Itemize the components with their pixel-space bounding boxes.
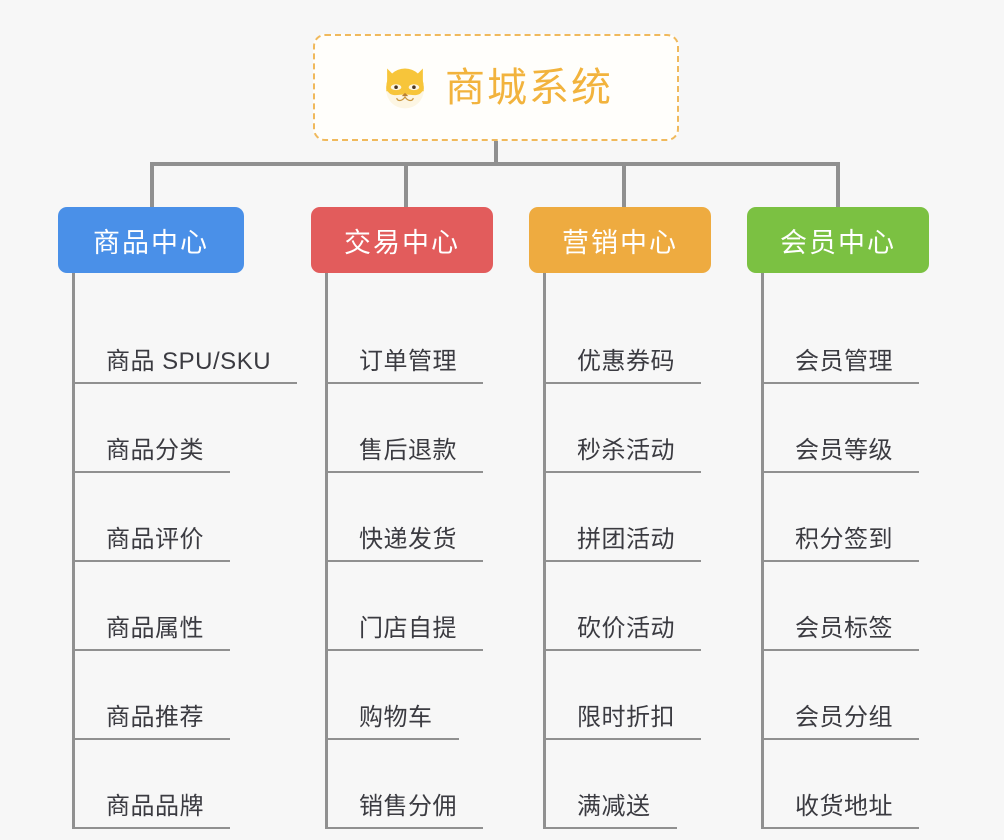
leaf-label: 积分签到 (795, 525, 893, 553)
leaf-label: 商品推荐 (106, 703, 204, 731)
list-item[interactable]: 售后退款 (311, 384, 497, 473)
category-label-3: 营销中心 (562, 227, 678, 258)
list-item[interactable]: 会员标签 (747, 562, 933, 651)
list-item[interactable]: 拼团活动 (529, 473, 715, 562)
leaf-label: 售后退款 (359, 436, 457, 464)
category-label-2: 交易中心 (344, 227, 460, 258)
connector-drop-3 (622, 162, 626, 209)
list-item[interactable]: 销售分佣 (311, 740, 497, 829)
list-item[interactable]: 收货地址 (747, 740, 933, 829)
leaf-label: 商品 SPU/SKU (106, 347, 272, 375)
list-item[interactable]: 会员分组 (747, 651, 933, 740)
list-item[interactable]: 会员等级 (747, 384, 933, 473)
list-item[interactable]: 购物车 (311, 651, 497, 740)
list-item[interactable]: 积分签到 (747, 473, 933, 562)
category-header-1[interactable]: 商品中心 (58, 207, 244, 273)
column-stem-2 (325, 273, 328, 829)
leaf-label: 门店自提 (359, 614, 457, 642)
leaf-label: 商品品牌 (106, 792, 204, 820)
list-item[interactable]: 快递发货 (311, 473, 497, 562)
leaf-label: 购物车 (359, 703, 433, 731)
branch-column-4: 会员中心 会员管理 会员等级 积分签到 会员标签 会员分组 收货地址 (747, 207, 933, 829)
category-label-1: 商品中心 (93, 227, 209, 258)
leaf-label: 拼团活动 (577, 525, 675, 553)
leaf-label: 商品评价 (106, 525, 204, 553)
list-item[interactable]: 满减送 (529, 740, 715, 829)
list-item[interactable]: 订单管理 (311, 295, 497, 384)
list-item[interactable]: 限时折扣 (529, 651, 715, 740)
leaf-label: 满减送 (577, 792, 651, 820)
leaf-list-1: 商品 SPU/SKU 商品分类 商品评价 商品属性 商品推荐 商品品牌 (58, 273, 298, 829)
shiba-dog-icon (386, 68, 424, 108)
list-item[interactable]: 门店自提 (311, 562, 497, 651)
list-item[interactable]: 商品评价 (58, 473, 248, 562)
branch-column-3: 营销中心 优惠券码 秒杀活动 拼团活动 砍价活动 限时折扣 满减送 (529, 207, 715, 829)
leaf-label: 订单管理 (359, 347, 457, 375)
leaf-label: 销售分佣 (359, 792, 457, 820)
leaf-list-4: 会员管理 会员等级 积分签到 会员标签 会员分组 收货地址 (747, 273, 933, 829)
leaf-label: 会员等级 (795, 436, 893, 464)
root-node-title: 商城系统 (445, 65, 613, 110)
leaf-label: 收货地址 (795, 792, 893, 820)
list-item[interactable]: 会员管理 (747, 295, 933, 384)
connector-root-stem (494, 141, 498, 165)
leaf-label: 会员管理 (795, 347, 893, 375)
leaf-label: 商品属性 (106, 614, 204, 642)
list-item[interactable]: 商品分类 (58, 384, 248, 473)
leaf-label: 砍价活动 (577, 614, 675, 642)
leaf-label: 限时折扣 (577, 703, 675, 731)
category-header-2[interactable]: 交易中心 (311, 207, 493, 273)
list-item[interactable]: 砍价活动 (529, 562, 715, 651)
branch-column-2: 交易中心 订单管理 售后退款 快递发货 门店自提 购物车 销售分佣 (311, 207, 497, 829)
connector-drop-2 (404, 162, 408, 209)
list-item[interactable]: 优惠券码 (529, 295, 715, 384)
category-label-4: 会员中心 (780, 227, 896, 258)
column-stem-3 (543, 273, 546, 829)
branch-column-1: 商品中心 商品 SPU/SKU 商品分类 商品评价 商品属性 商品推荐 商品品牌 (58, 207, 298, 829)
connector-drop-4 (836, 162, 840, 209)
leaf-label: 快递发货 (359, 525, 457, 553)
list-item[interactable]: 商品属性 (58, 562, 248, 651)
list-item[interactable]: 商品推荐 (58, 651, 248, 740)
category-header-4[interactable]: 会员中心 (747, 207, 929, 273)
column-stem-1 (72, 273, 75, 829)
root-node-shop-system[interactable]: 商城系统 (313, 34, 679, 141)
list-item[interactable]: 秒杀活动 (529, 384, 715, 473)
leaf-label: 会员分组 (795, 703, 893, 731)
column-stem-4 (761, 273, 764, 829)
leaf-label: 会员标签 (795, 614, 893, 642)
connector-drop-1 (150, 162, 154, 209)
connector-horizontal-bar (150, 162, 840, 166)
category-header-3[interactable]: 营销中心 (529, 207, 711, 273)
leaf-label: 商品分类 (106, 436, 204, 464)
leaf-label: 秒杀活动 (577, 436, 675, 464)
list-item[interactable]: 商品品牌 (58, 740, 248, 829)
leaf-list-2: 订单管理 售后退款 快递发货 门店自提 购物车 销售分佣 (311, 273, 497, 829)
leaf-label: 优惠券码 (577, 347, 675, 375)
leaf-list-3: 优惠券码 秒杀活动 拼团活动 砍价活动 限时折扣 满减送 (529, 273, 715, 829)
list-item[interactable]: 商品 SPU/SKU (58, 295, 298, 384)
